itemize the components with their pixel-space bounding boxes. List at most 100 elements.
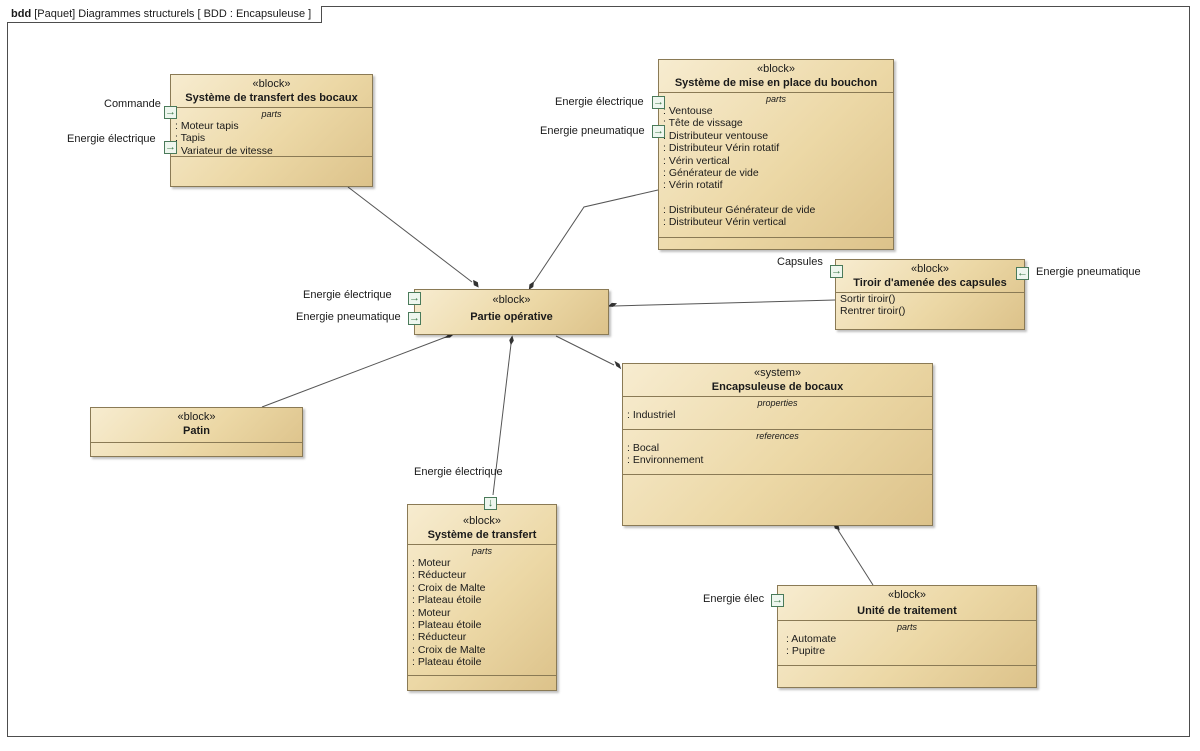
stereotype: «block» [177,411,216,423]
part-item: : Croix de Malte [412,581,486,594]
block-name: Partie opérative [470,311,553,323]
compartment-title: references [756,431,799,441]
parts-compartment: parts : Moteur tapis : Tapis : Variateur… [171,107,372,157]
block-name: Système de transfert [427,529,537,541]
block-name: Encapsuleuse de bocaux [711,381,844,393]
frame-title: [Paquet] Diagrammes structurels [ BDD : … [34,8,312,20]
empty-compartment [623,474,932,489]
compartment-title: parts [765,94,786,104]
port-label: Energie pneumatique [540,125,645,137]
part-item: : Automate [786,633,837,645]
part-item: : Moteur tapis [175,120,239,132]
relation-partie-encapsuleuse[interactable] [555,335,615,366]
relation-patin[interactable] [261,336,447,408]
port-energie-electrique[interactable]: ↓ [484,497,497,510]
stereotype: «block» [911,263,949,275]
part-item: : Réducteur [412,569,467,582]
port-capsules[interactable]: → [830,265,843,278]
part-item: : Variateur de vitesse [175,144,273,157]
block-encapsuleuse[interactable]: «system» Encapsuleuse de bocaux properti… [622,363,933,526]
parts-compartment: parts : Automate : Pupitre [778,620,1036,665]
stereotype: «block» [463,515,501,527]
part-item: : Réducteur [412,631,467,644]
block-name: Tiroir d'amenée des capsules [853,277,1007,289]
port-energie-pneumatique[interactable]: → [652,125,665,138]
port-label: Energie électrique [414,466,503,478]
block-transfert[interactable]: «block» Système de transfert parts : Mot… [407,504,557,691]
port-label: Energie pneumatique [296,311,401,323]
part-item: : Pupitre [786,645,826,658]
arrow-right-icon: → [165,106,176,118]
port-commande[interactable]: → [164,106,177,119]
compartment-title: properties [757,398,798,408]
arrow-right-icon: → [653,96,664,108]
frame-kind: bdd [11,8,32,20]
compartment-title: parts [896,622,917,632]
relation-transfert[interactable] [492,343,512,496]
part-item: : Distributeur Vérin vertical [663,216,787,229]
port-energie-electrique[interactable]: → [164,141,177,154]
part-item: : Plateau étoile [412,656,482,669]
block-tiroir[interactable]: «block» Tiroir d'amenée des capsules Sor… [835,259,1025,330]
empty-compartment [171,156,372,171]
property-item: : Industriel [627,409,676,421]
arrow-right-icon: → [653,125,664,137]
part-item: : Tête de vissage [663,117,743,130]
part-item: : Vérin vertical [663,154,730,167]
part-item: : Plateau étoile [412,619,482,632]
block-bouchon[interactable]: «block» Système de mise en place du bouc… [658,59,894,250]
part-item: : Distributeur Vérin rotatif [663,142,780,155]
relation-bouchon[interactable] [533,189,659,283]
composition-diamond [528,281,535,290]
part-item: : Distributeur ventouse [663,129,769,142]
composition-diamond [473,279,479,288]
stereotype: «system» [753,367,802,379]
part-item: : Ventouse [663,105,713,117]
arrow-left-icon: ← [1017,267,1028,279]
empty-compartment [778,665,1036,680]
port-label: Energie électrique [303,289,392,301]
port-energie-electrique[interactable]: → [652,96,665,109]
composition-diamond [614,360,622,370]
composition-diamond [607,302,618,307]
part-item: : Moteur [412,557,451,569]
block-partie-operative[interactable]: «block» Partie opérative [414,289,609,335]
empty-compartment [91,442,302,457]
compartment-title: parts [471,546,492,556]
block-patin[interactable]: «block» Patin [90,407,303,457]
port-label: Energie pneumatique [1036,266,1141,278]
stereotype: «block» [492,294,531,306]
relation-tiroir[interactable] [613,299,836,307]
block-name: Système de transfert des bocaux [185,92,358,104]
references-compartment: references : Bocal : Environnement [623,429,932,474]
port-energie-electrique[interactable]: → [408,292,421,305]
arrow-right-icon: → [831,265,842,277]
parts-compartment: parts : Ventouse : Tête de vissage : Dis… [659,92,893,237]
port-energie-elec[interactable]: → [771,594,784,607]
empty-compartment [408,675,556,684]
arrow-right-icon: → [409,312,420,324]
arrow-right-icon: → [772,594,783,606]
part-item: : Croix de Malte [412,643,486,656]
block-unite-traitement[interactable]: «block» Unité de traitement parts : Auto… [777,585,1037,688]
block-name: Système de mise en place du bouchon [674,77,878,89]
part-item: : Plateau étoile [412,594,482,607]
relation-unite-encapsuleuse[interactable] [837,529,874,586]
arrow-down-icon: ↓ [487,497,494,509]
composition-diamond [509,335,514,346]
properties-compartment: properties : Industriel [623,396,932,429]
block-name: Unité de traitement [857,605,957,617]
stereotype: «block» [252,78,291,90]
part-item: : Moteur [412,606,451,619]
relation-transfert-bocaux[interactable] [347,186,473,283]
diagram-frame [7,6,1190,737]
port-energie-pneumatique[interactable]: → [408,312,421,325]
part-item: : Vérin rotatif [663,179,723,192]
part-item: : Distributeur Générateur de vide [663,203,816,216]
port-energie-pneumatique[interactable]: ← [1016,267,1029,280]
port-label: Commande [104,98,161,110]
block-transfert-bocaux[interactable]: «block» Système de transfert des bocaux … [170,74,373,187]
port-label: Energie électrique [67,133,156,145]
arrow-right-icon: → [409,292,420,304]
frame-header[interactable]: bdd [Paquet] Diagrammes structurels [ BD… [7,6,323,23]
